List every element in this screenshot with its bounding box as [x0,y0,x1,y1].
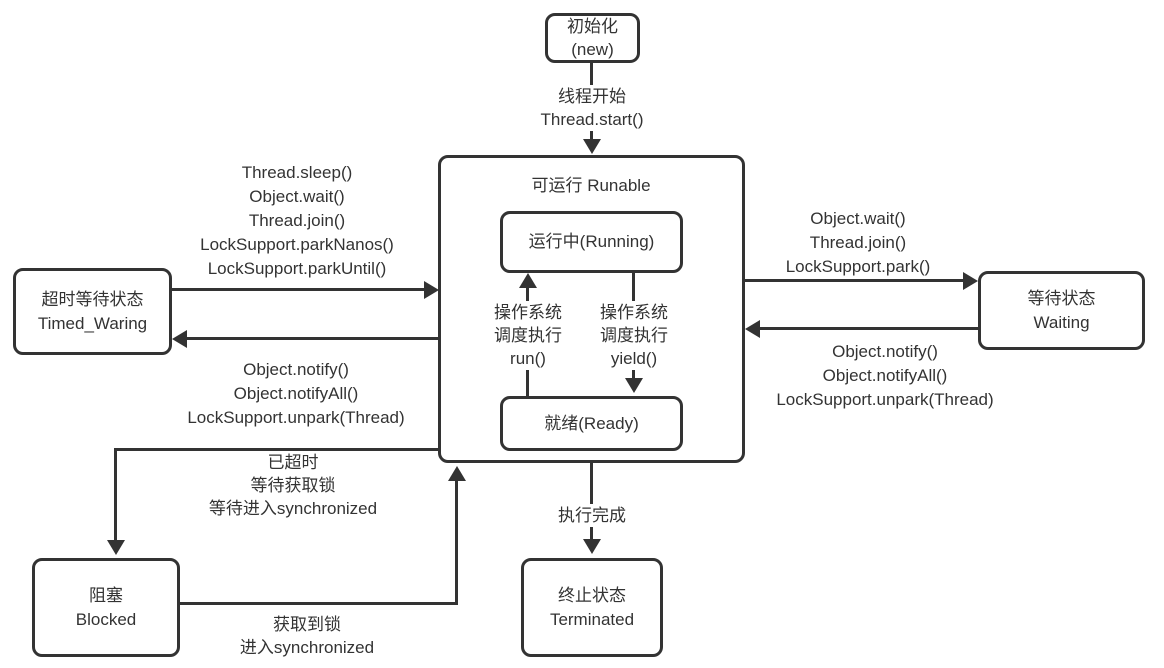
edge-runnable-to-terminated-line [590,463,593,541]
arrowhead-left-icon [172,330,187,348]
edge-blocked-to-runnable-hline [180,602,458,605]
state-running: 运行中(Running) [500,211,683,273]
state-timed-waiting-label: 超时等待状态 Timed_Waring [37,289,148,333]
edge-terminate-label: 执行完成 [555,504,629,527]
state-init: 初始化 (new) [545,13,640,63]
arrowhead-up-icon [519,273,537,288]
arrowhead-right-icon [963,272,978,290]
arrowhead-down-icon [625,378,643,393]
edge-to-blocked-label: 已超时 等待获取锁 等待进入synchronized [208,453,378,518]
state-waiting-label: 等待状态 Waiting [1027,288,1096,332]
edge-left-bottom-label: Object.notify() Object.notifyAll() LockS… [187,360,405,427]
edge-left-top-label: Thread.sleep() Object.wait() Thread.join… [200,163,394,278]
edge-start-label: 线程开始 Thread.start() [537,85,647,131]
state-running-label: 运行中(Running) [528,232,655,251]
edge-run-label: 操作系统 调度执行 run() [491,301,565,370]
edge-runnable-to-blocked-vline [114,448,117,542]
arrowhead-down-icon [583,539,601,554]
arrowhead-down-icon [107,540,125,555]
edge-blocked-to-runnable-vline [455,480,458,605]
edge-from-blocked-label: 获取到锁 进入synchronized [239,615,375,657]
state-timed-waiting: 超时等待状态 Timed_Waring [13,268,172,355]
arrowhead-right-icon [424,281,439,299]
edge-runnable-to-timed-line [187,337,438,340]
state-blocked: 阻塞 Blocked [32,558,180,657]
state-ready: 就绪(Ready) [500,396,683,451]
state-runnable-title: 可运行 Runable [531,176,651,195]
edge-timed-to-runnable-line [172,288,424,291]
edge-runnable-to-waiting-line [745,279,963,282]
state-terminated-label: 终止状态 Terminated [549,585,635,629]
state-terminated: 终止状态 Terminated [521,558,663,657]
edge-right-top-label: Object.wait() Thread.join() LockSupport.… [785,209,931,276]
state-init-label: 初始化 (new) [567,17,618,59]
state-waiting: 等待状态 Waiting [978,271,1145,350]
edge-runnable-to-blocked-hline [114,448,438,451]
edge-waiting-to-runnable-line [760,327,978,330]
arrowhead-down-icon [583,139,601,154]
arrowhead-left-icon [745,320,760,338]
state-blocked-label: 阻塞 Blocked [75,585,137,629]
edge-yield-label: 操作系统 调度执行 yield() [597,301,671,370]
arrowhead-up-icon [448,466,466,481]
state-ready-label: 就绪(Ready) [544,413,639,433]
edge-right-bottom-label: Object.notify() Object.notifyAll() LockS… [776,342,994,409]
